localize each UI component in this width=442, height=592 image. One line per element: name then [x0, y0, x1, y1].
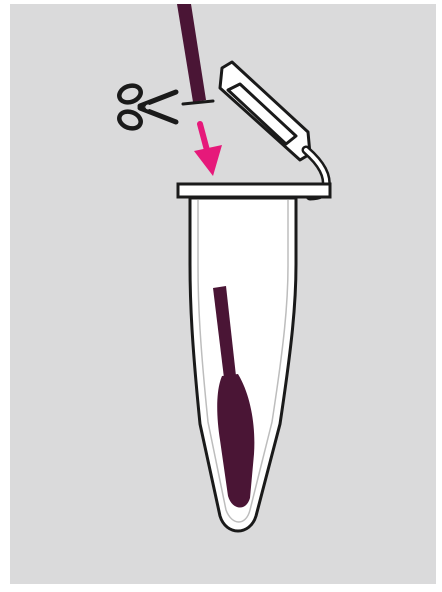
illustration-panel	[10, 4, 436, 584]
swab-tube-illustration	[10, 4, 436, 584]
tube-rim	[178, 184, 330, 197]
